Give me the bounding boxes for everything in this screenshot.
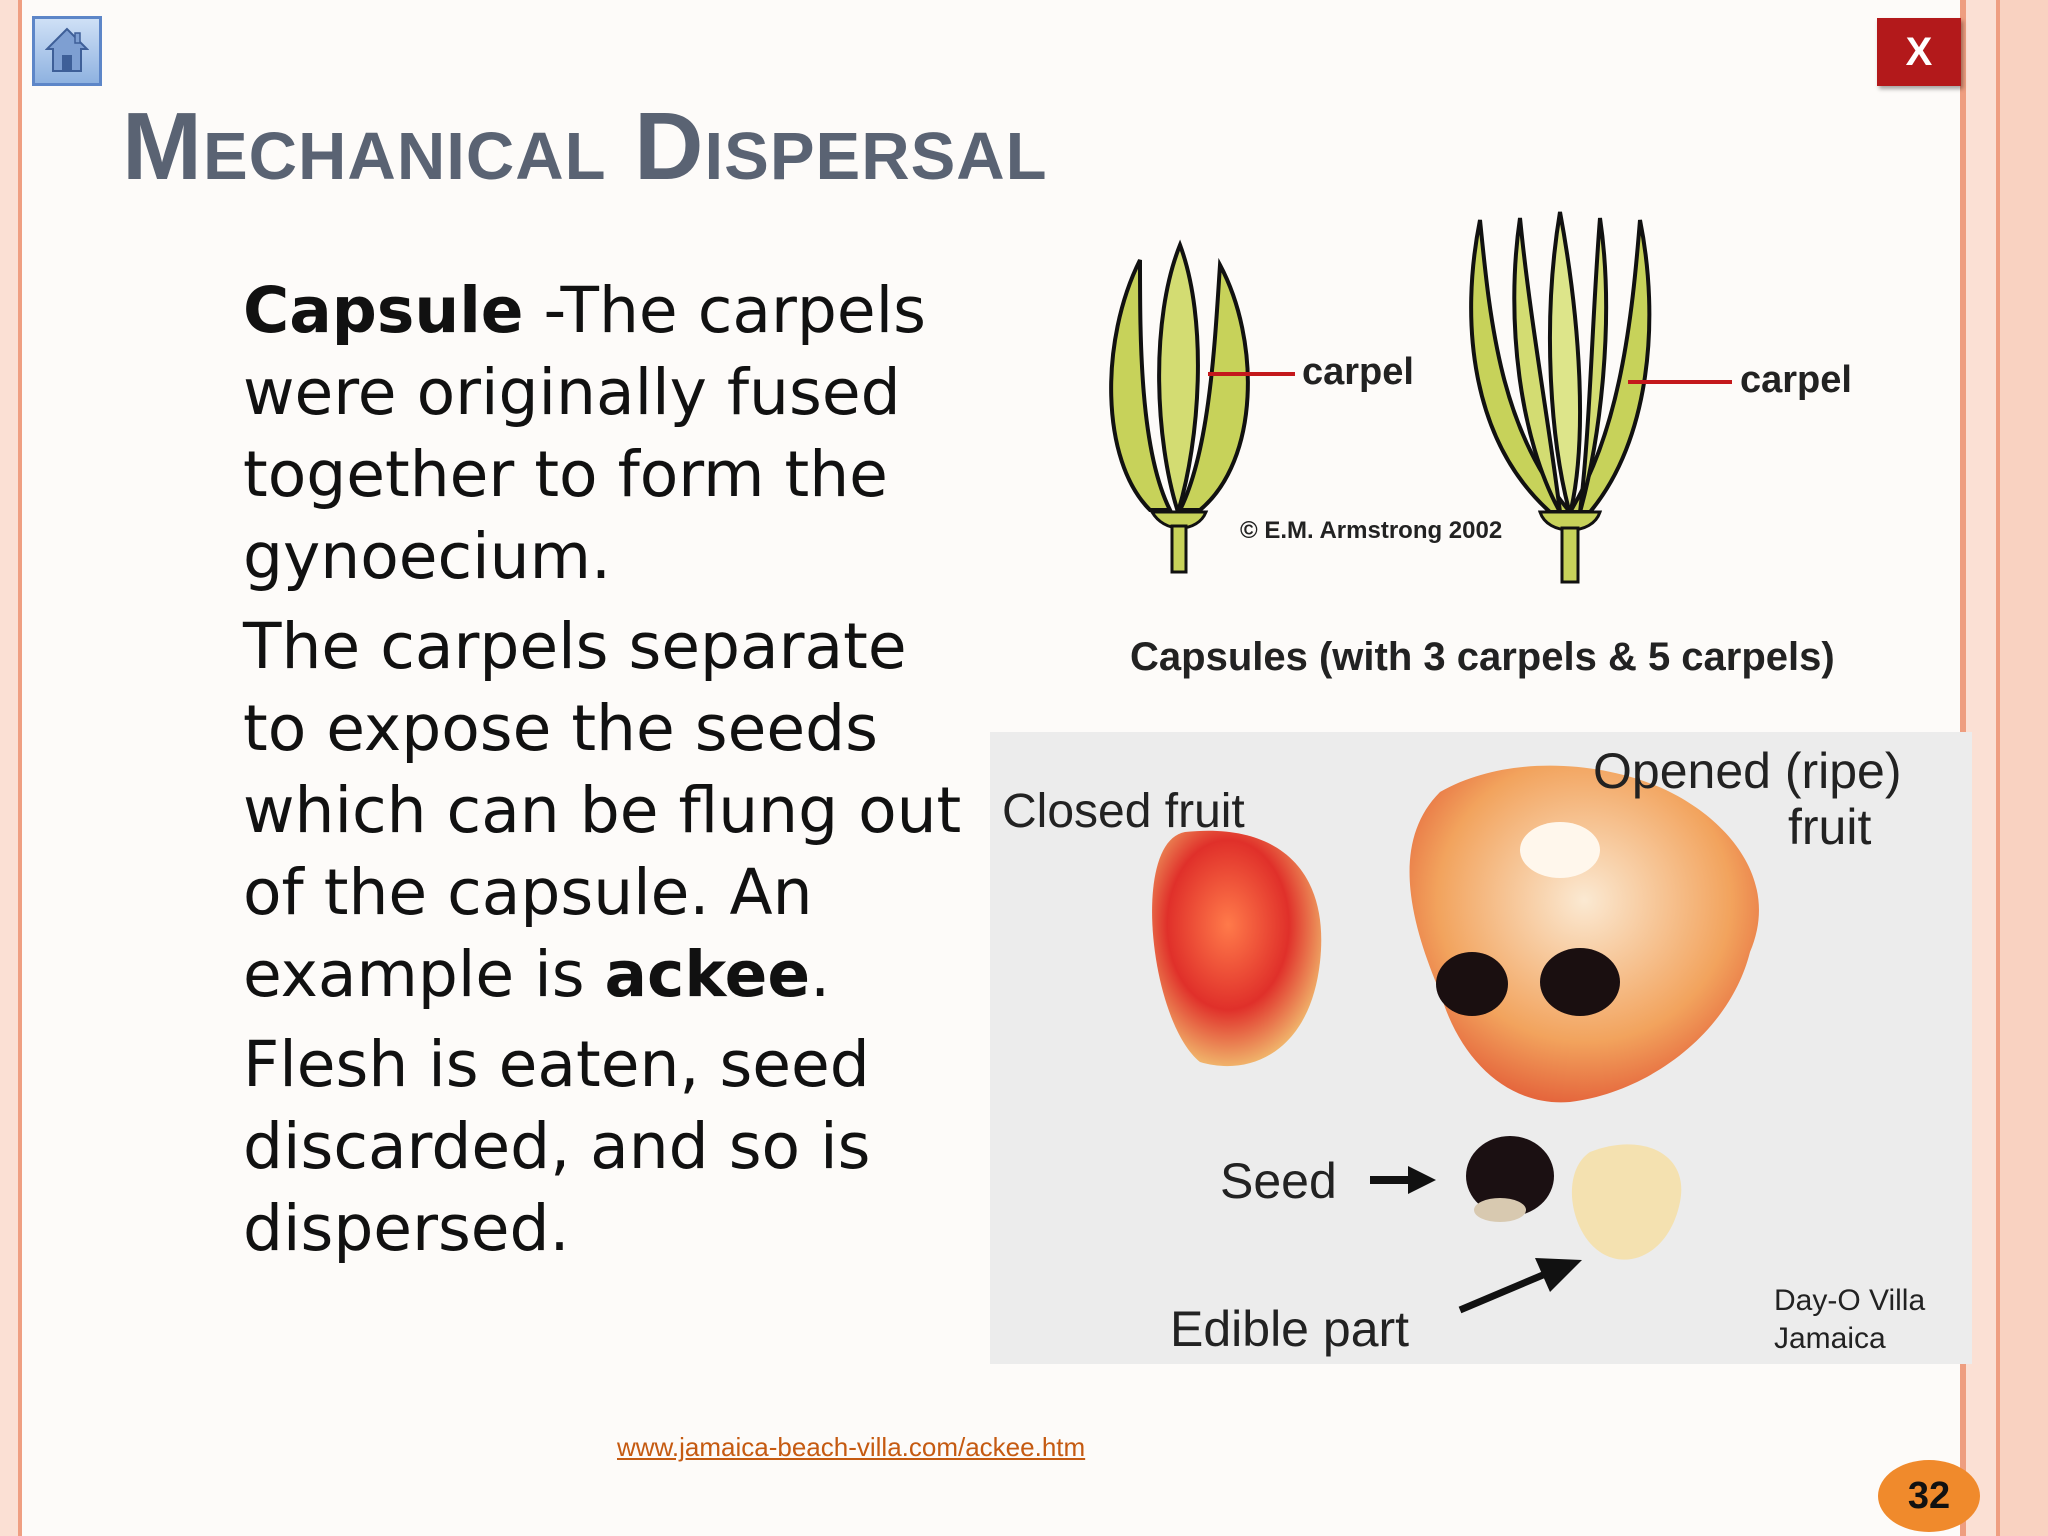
close-button[interactable]: X — [1877, 18, 1961, 86]
carpels-text-end: . — [810, 938, 831, 1011]
capsule-definition: -The carpels were originally fused toget… — [243, 274, 926, 593]
slide-border-right-line — [1996, 0, 2000, 1536]
carpels-text: The carpels separate to expose the seeds… — [243, 610, 962, 1011]
slide-border-left-line — [18, 0, 22, 1536]
ackee-photo: Closed fruit Opened (ripe) fruit Seed Ed… — [990, 732, 1972, 1364]
seed-image — [1466, 1136, 1554, 1222]
body-text: Capsule -The carpels were originally fus… — [243, 270, 983, 1278]
five-carpel-capsule — [1469, 211, 1652, 584]
opened-fruit-label-line2: fruit — [1788, 799, 1872, 855]
opened-fruit-image — [1409, 765, 1759, 1103]
slide-border-left — [0, 0, 22, 1536]
edible-part-label: Edible part — [1170, 1301, 1410, 1357]
page-number-badge: 32 — [1878, 1460, 1980, 1532]
paragraph-carpels: The carpels separate to expose the seeds… — [243, 606, 983, 1016]
seed-label: Seed — [1220, 1153, 1337, 1209]
photo-credit-line2: Jamaica — [1774, 1322, 1886, 1355]
paragraph-flesh: Flesh is eaten, seed discarded, and so i… — [243, 1024, 983, 1270]
three-carpel-capsule — [1109, 239, 1250, 574]
source-link[interactable]: www.jamaica-beach-villa.com/ackee.htm — [617, 1432, 1086, 1462]
term-capsule: Capsule — [243, 274, 524, 347]
edible-part-image — [1571, 1144, 1682, 1260]
home-button[interactable] — [32, 16, 102, 86]
flesh-text: Flesh is eaten, seed discarded, and so i… — [243, 1028, 871, 1265]
carpel-label-left: carpel — [1302, 351, 1414, 393]
arrow-icon — [1370, 1166, 1582, 1314]
term-ackee: ackee — [604, 938, 811, 1011]
closed-fruit-label: Closed fruit — [1002, 785, 1245, 838]
opened-fruit-label-line1: Opened (ripe) — [1593, 743, 1902, 799]
home-icon — [45, 27, 89, 72]
closed-fruit-image — [1152, 830, 1322, 1067]
carpel-label-right: carpel — [1740, 359, 1852, 401]
photo-credit-line1: Day-O Villa — [1774, 1284, 1926, 1317]
slide-border-right-outer — [2000, 0, 2048, 1536]
diagram-copyright: © E.M. Armstrong 2002 — [1240, 517, 1502, 544]
diagram-caption: Capsules (with 3 carpels & 5 carpels) — [1130, 635, 1835, 679]
capsule-diagram: carpel carpel © E.M. Armstrong 2002 Caps… — [1080, 200, 1880, 700]
paragraph-capsule: Capsule -The carpels were originally fus… — [243, 270, 983, 598]
page-title: Mechanical Dispersal — [122, 93, 1048, 200]
